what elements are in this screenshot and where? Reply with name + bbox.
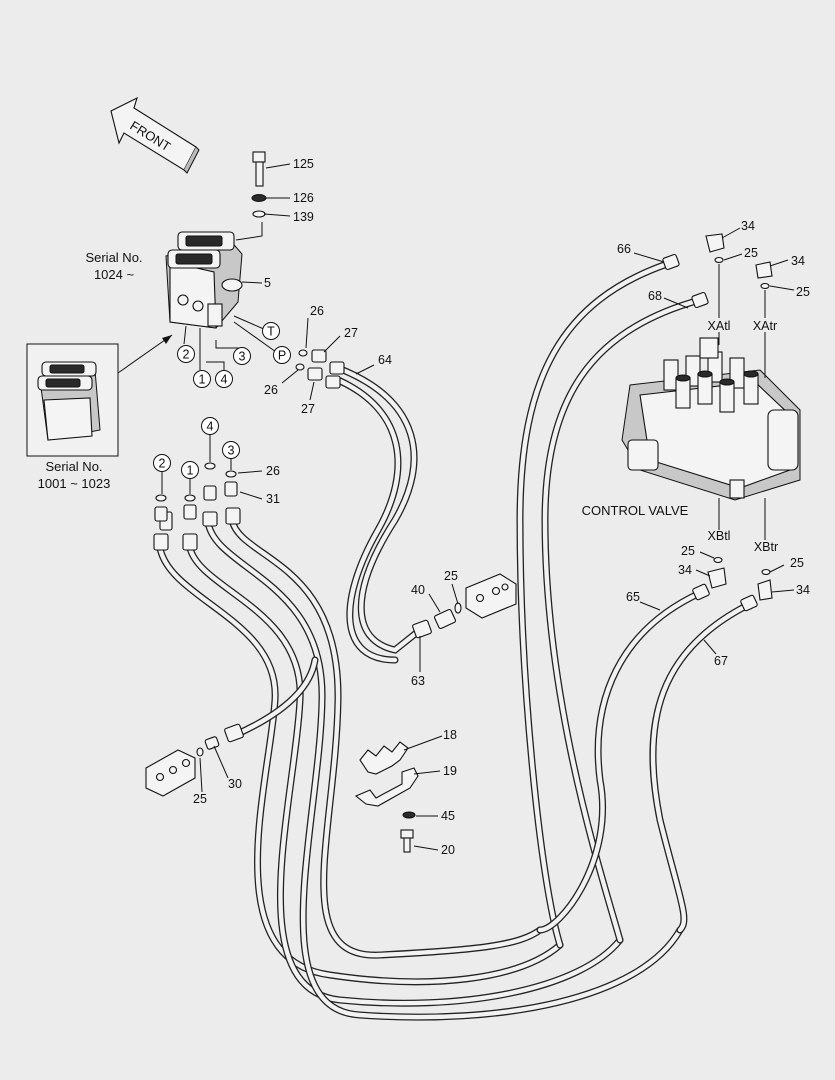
part-34b: 34 [791,254,805,268]
part-68: 68 [648,289,662,303]
circled-labels: 2 1 4 3 T P 2 1 4 3 [153,322,291,479]
part-34c: 34 [678,563,692,577]
bolt-125 [251,151,267,218]
circle-4: 4 [221,373,228,387]
part-25a: 25 [744,246,758,260]
serial-bottom-line1: Serial No. [45,459,102,474]
part-34a: 34 [741,219,755,233]
part-19: 19 [443,764,457,778]
front-arrow: FRONT [110,96,200,174]
pilot-valve [165,231,243,329]
port-xbtl: XBtl [708,529,731,543]
left-adapters [154,462,238,522]
circle-1: 1 [199,373,206,387]
control-valve-label: CONTROL VALVE [582,503,689,518]
top-right-fittings [705,233,773,290]
serial-bottom-line2: 1001 ~ 1023 [38,476,111,491]
part-5: 5 [264,276,271,290]
part-65: 65 [626,590,640,604]
text-labels: Serial No. 1024 ~ Serial No. 1001 ~ 1023… [38,157,810,857]
part-20: 20 [441,843,455,857]
part-27a: 27 [344,326,358,340]
part-125: 125 [293,157,314,171]
circle-4b: 4 [207,420,214,434]
serial-top-line1: Serial No. [85,250,142,265]
part-27b: 27 [301,402,315,416]
block-left [145,736,220,797]
part-45: 45 [441,809,455,823]
part-25e: 25 [790,556,804,570]
circle-3b: 3 [228,444,235,458]
part-63: 63 [411,674,425,688]
hoses [156,259,752,1021]
clamp-set [354,741,419,853]
hose-fittings [153,253,758,743]
part-139: 139 [293,210,314,224]
bottom-right-fittings [707,556,773,601]
part-25d: 25 [681,544,695,558]
part-25c: 25 [444,569,458,583]
part-25f: 25 [193,792,207,806]
port-p: P [278,349,286,363]
port-xatl: XAtl [708,319,731,333]
control-valve [621,337,801,501]
part-26a: 26 [310,304,324,318]
serial-top-line2: 1024 ~ [94,267,135,282]
part-25b: 25 [796,285,810,299]
part-31: 31 [266,492,280,506]
circle-2: 2 [183,348,190,362]
pilot-fittings [295,349,327,381]
leader-lines [161,163,795,851]
part-40: 40 [411,583,425,597]
part-18: 18 [443,728,457,742]
port-xatr: XAtr [753,319,777,333]
part-26c: 26 [266,464,280,478]
circle-1b: 1 [187,464,194,478]
part-34d: 34 [796,583,810,597]
block-middle [433,573,517,630]
circle-3: 3 [239,350,246,364]
port-xbtr: XBtr [754,540,778,554]
part-64: 64 [378,353,392,367]
part-30: 30 [228,777,242,791]
part-26b: 26 [264,383,278,397]
port-t: T [267,325,275,339]
part-126: 126 [293,191,314,205]
inset-box [26,334,173,457]
circle-2b: 2 [159,457,166,471]
part-67: 67 [714,654,728,668]
part-66: 66 [617,242,631,256]
